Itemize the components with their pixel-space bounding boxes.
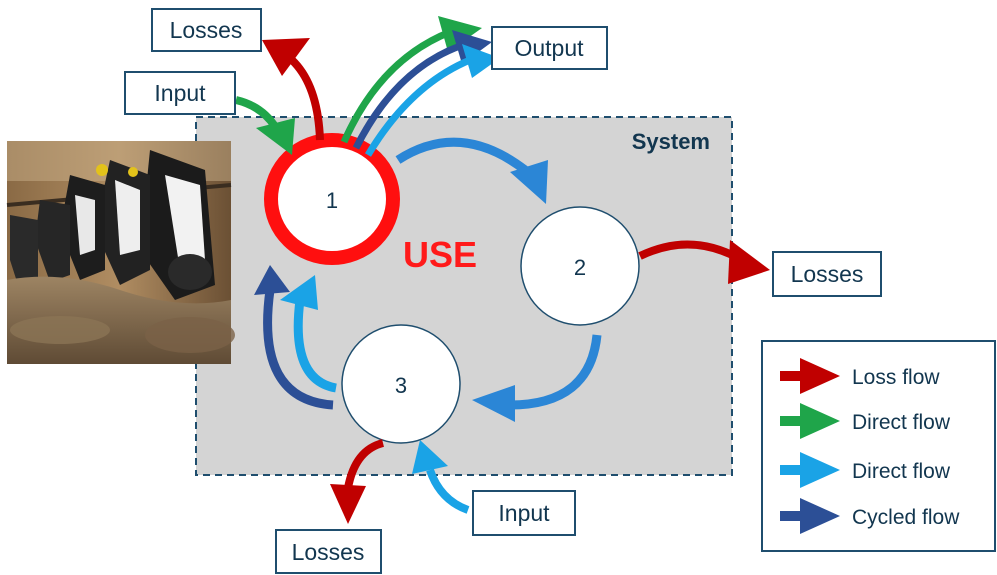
svg-text:Input: Input <box>498 500 550 526</box>
svg-text:Losses: Losses <box>791 261 864 287</box>
direct-flow-green-arrow-icon <box>800 403 840 439</box>
input-flow-top <box>234 96 295 155</box>
loss-flow-node1 <box>262 38 324 141</box>
svg-text:Cycled flow: Cycled flow <box>852 506 960 529</box>
node-3: 3 <box>341 324 461 444</box>
svg-text:Direct flow: Direct flow <box>852 411 951 434</box>
input-flow-bottom <box>412 440 470 514</box>
input-box-bottom: Input <box>472 490 576 536</box>
legend-item-direct-flow-light-blue: Direct flow <box>780 452 951 488</box>
svg-text:3: 3 <box>395 373 407 398</box>
cows-feeding-photo <box>6 141 235 364</box>
losses-box-bottom: Losses <box>275 529 382 574</box>
svg-text:Losses: Losses <box>292 539 365 565</box>
svg-text:Losses: Losses <box>170 17 243 43</box>
svg-text:Loss flow: Loss flow <box>852 366 940 389</box>
svg-text:2: 2 <box>574 255 586 280</box>
legend: Loss flow Direct flow Direct flow Cycled… <box>761 340 996 552</box>
direct-flow-3-to-1 <box>280 275 338 393</box>
loss-flow-node3 <box>330 439 385 524</box>
losses-box-right: Losses <box>772 251 882 297</box>
use-label: USE <box>403 234 477 275</box>
legend-item-loss-flow: Loss flow <box>780 358 940 394</box>
loss-flow-arrow-icon <box>800 358 840 394</box>
legend-item-cycled-flow: Cycled flow <box>780 498 960 534</box>
input-box-top: Input <box>124 71 236 115</box>
direct-flow-blue-arrow-icon <box>800 452 840 488</box>
legend-item-direct-flow-green: Direct flow <box>780 403 951 439</box>
svg-text:1: 1 <box>326 188 338 213</box>
losses-box-top: Losses <box>151 8 262 52</box>
svg-text:Output: Output <box>514 35 584 61</box>
cycled-flow-3-to-1 <box>254 265 334 410</box>
svg-text:Input: Input <box>154 80 206 106</box>
node-1-use: 1 <box>264 133 400 265</box>
svg-text:Direct flow: Direct flow <box>852 460 951 483</box>
system-label: System <box>632 129 710 154</box>
internal-flow-1-to-2 <box>395 137 548 204</box>
internal-flow-2-to-3 <box>472 334 602 422</box>
node-2: 2 <box>520 206 640 326</box>
output-flows <box>340 16 500 157</box>
cycled-flow-arrow-icon <box>800 498 840 534</box>
loss-flow-node2 <box>638 240 770 284</box>
output-box: Output <box>491 26 608 70</box>
